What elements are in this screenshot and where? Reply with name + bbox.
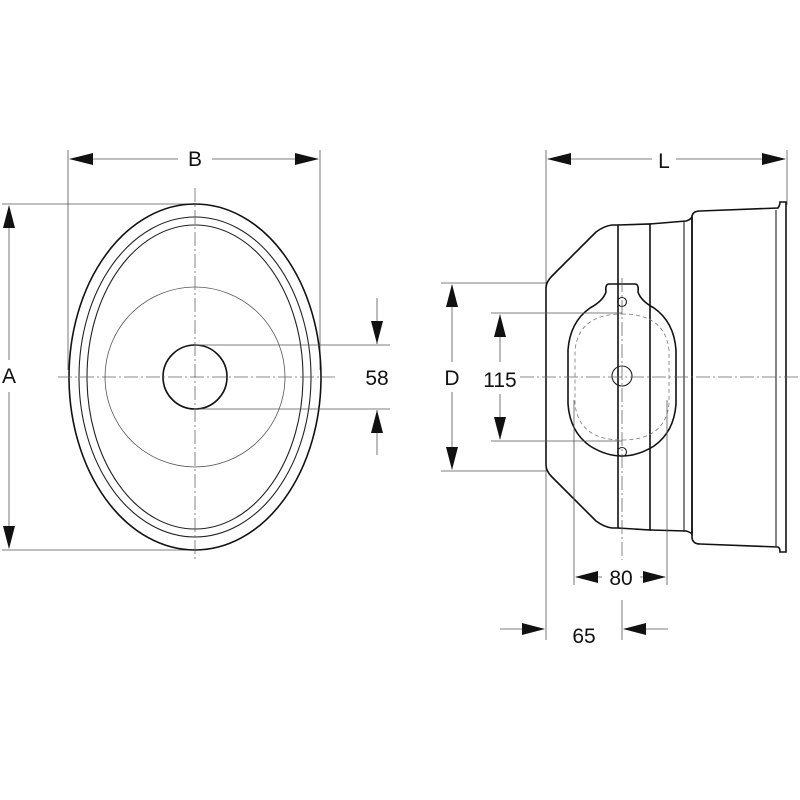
- dimension-58: 58: [195, 298, 390, 455]
- arrow-down-icon: [494, 417, 506, 440]
- label-58: 58: [365, 367, 388, 390]
- collar-section: [617, 223, 651, 531]
- label-80: 80: [609, 567, 632, 590]
- arrow-right-icon: [643, 571, 666, 583]
- dimension-115: 115: [483, 312, 622, 442]
- arrow-up-icon: [446, 284, 458, 307]
- label-l: L: [658, 150, 670, 173]
- arrow-left-icon: [547, 153, 571, 165]
- dimension-65: 65: [500, 600, 668, 648]
- arrow-down-icon: [371, 321, 383, 344]
- arrow-up-icon: [3, 205, 15, 228]
- arrow-right-icon: [522, 623, 545, 635]
- arrow-left-icon: [575, 571, 598, 583]
- arrow-right-icon: [762, 153, 786, 165]
- label-a: A: [2, 365, 16, 388]
- side-view: L D: [441, 150, 800, 648]
- dimension-d: D: [441, 282, 546, 472]
- nose-section: [545, 224, 619, 529]
- hidden-outline: [574, 313, 670, 441]
- arrow-up-icon: [371, 410, 383, 433]
- arrow-down-icon: [446, 447, 458, 470]
- label-65: 65: [572, 625, 595, 648]
- dimension-l: L: [547, 150, 786, 173]
- arrow-left-icon: [69, 153, 93, 165]
- label-b: B: [188, 148, 202, 171]
- arrow-left-icon: [623, 623, 646, 635]
- bowl-section: [691, 201, 787, 553]
- arrow-right-icon: [295, 153, 319, 165]
- arrow-down-icon: [3, 526, 15, 549]
- step-section: [649, 214, 693, 536]
- dimension-b: B: [69, 148, 319, 171]
- label-115: 115: [483, 369, 516, 392]
- dimension-80: 80: [573, 400, 668, 590]
- arrow-up-icon: [494, 314, 506, 337]
- front-view: B A 58: [2, 148, 390, 562]
- label-d: D: [444, 367, 459, 390]
- dimension-a: A: [2, 205, 16, 549]
